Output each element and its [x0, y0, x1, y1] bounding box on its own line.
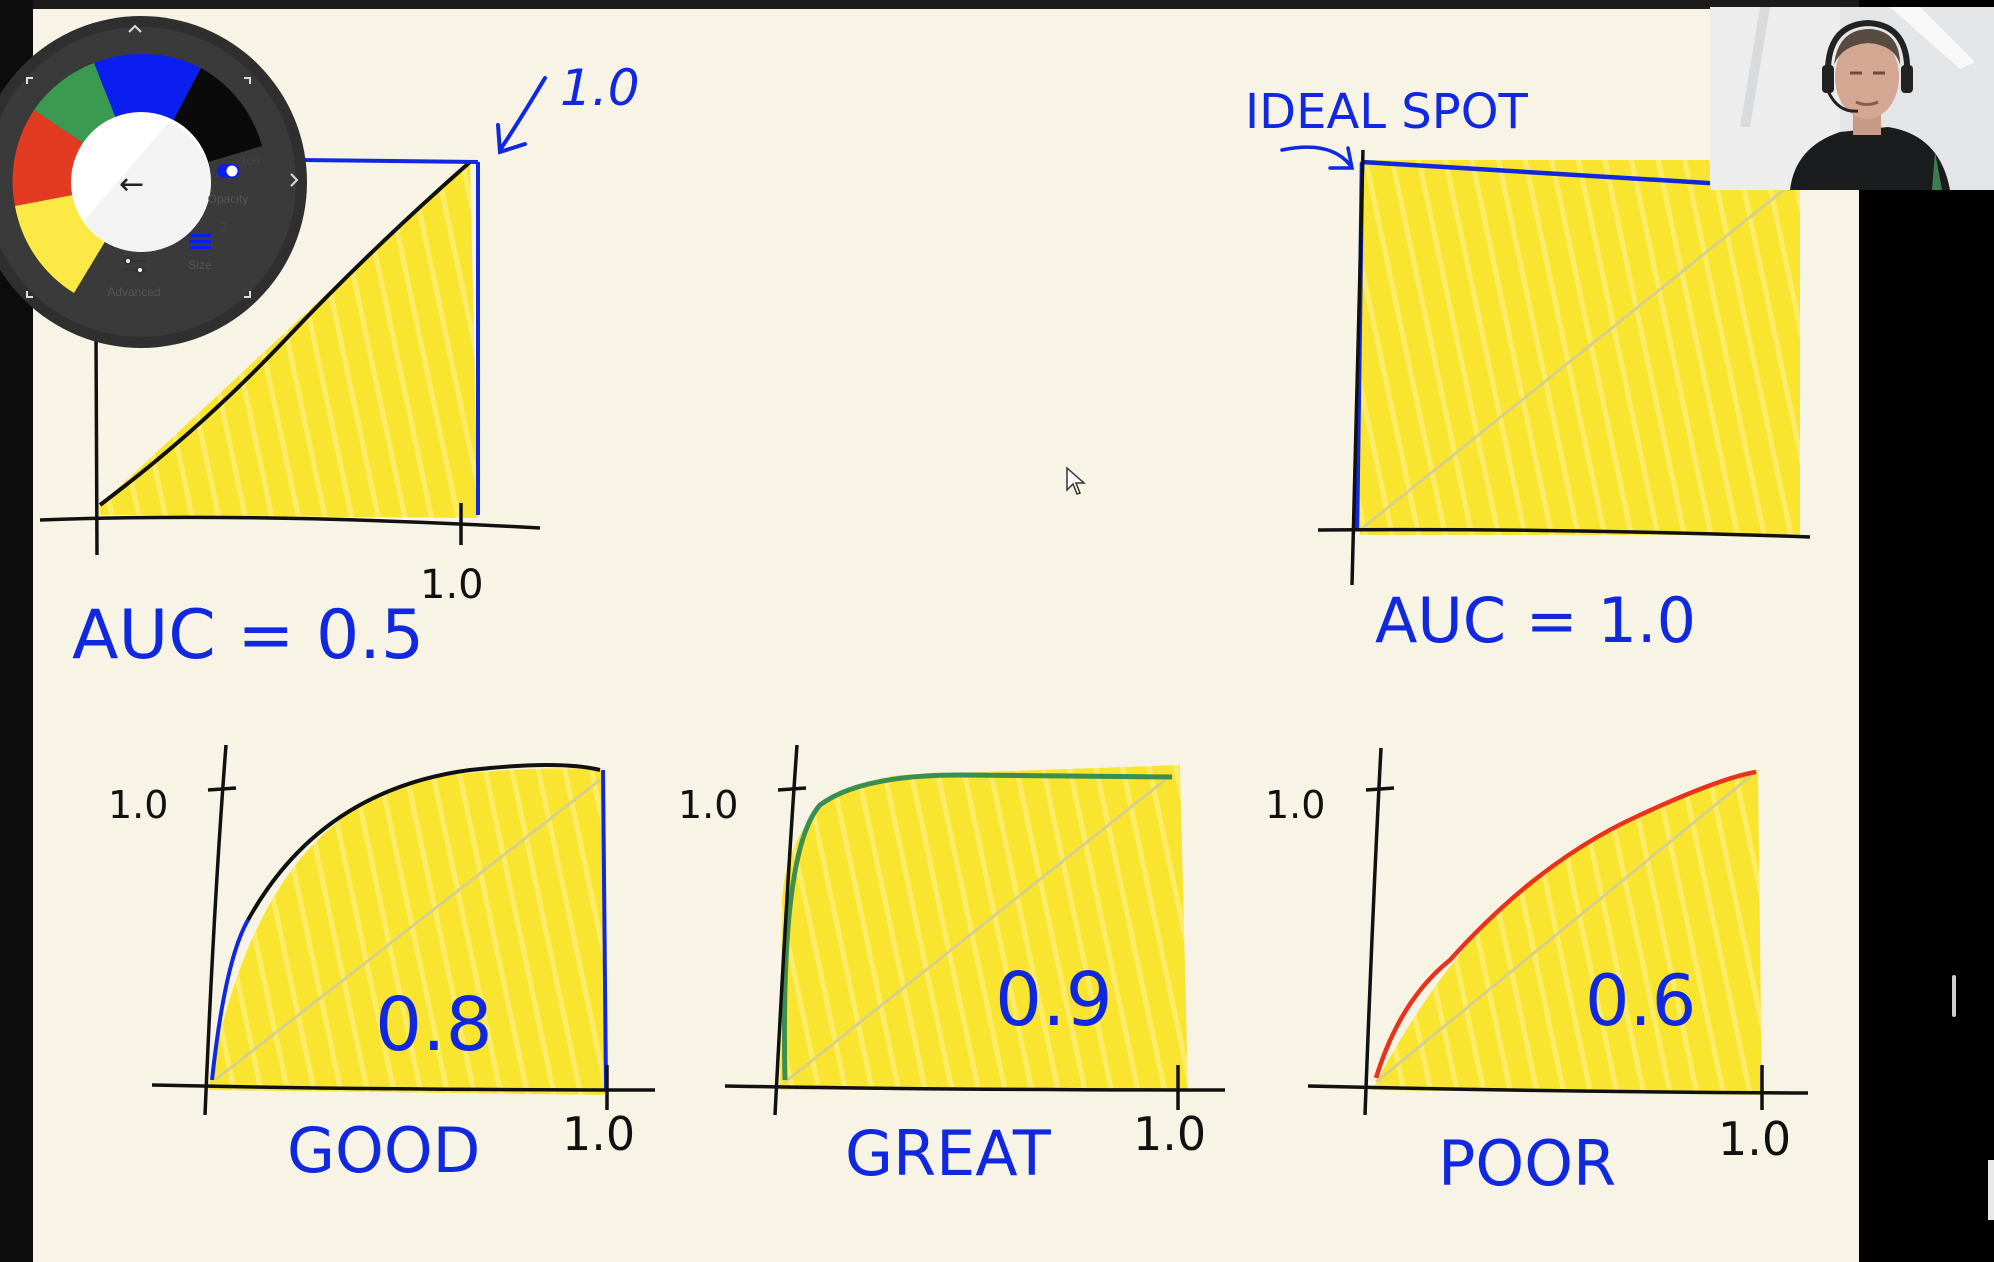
poor-area	[1372, 770, 1762, 1095]
good-curve	[246, 763, 601, 921]
auc-0-5-x-tick-label: 1.0	[420, 562, 484, 608]
wheel-chevron-right[interactable]	[290, 173, 299, 187]
presenter-video	[1710, 7, 1994, 190]
back-arrow-icon[interactable]: ←	[119, 167, 145, 202]
good-curve-blue	[210, 919, 250, 1081]
ideal-spot-label: IDEAL SPOT	[1245, 84, 1528, 140]
pen-radial-toolbar[interactable]: ← 100 Opacity 2 Size Advanced	[0, 6, 316, 362]
auc-0-5-x-axis	[39, 515, 541, 530]
plot-auc-1-0	[1280, 145, 1811, 586]
good-diagonal	[214, 778, 601, 1082]
auc-0-5-y-axis	[94, 334, 99, 556]
window-top-bar	[0, 0, 1994, 9]
opacity-value: 100	[240, 154, 261, 168]
advanced-settings-icon[interactable]	[122, 257, 146, 274]
good-y-tick-label: 1.0	[108, 783, 168, 827]
auc-1-0-x-axis	[1317, 527, 1811, 539]
plot-auc-0-5	[39, 76, 547, 556]
great-y-tick-label: 1.0	[678, 783, 738, 827]
plot-poor	[1307, 747, 1809, 1116]
size-label: Size	[188, 258, 212, 272]
good-right-line	[601, 769, 608, 1091]
window-scrollbar[interactable]	[1988, 1160, 1994, 1220]
webcam-overlay	[1710, 7, 1994, 190]
good-auc-value: 0.8	[375, 982, 493, 1068]
auc-0-5-top-line	[299, 158, 479, 164]
poor-auc-value: 0.6	[1585, 960, 1696, 1042]
great-diagonal	[784, 778, 1166, 1084]
poor-curve	[1373, 769, 1757, 1079]
right-dark-panel	[1859, 0, 1994, 1262]
wheel-chevron-up[interactable]	[128, 24, 142, 33]
good-y-tick	[207, 786, 237, 792]
poor-y-tick-label: 1.0	[1265, 783, 1325, 827]
poor-y-axis	[1363, 747, 1383, 1116]
auc-1-0-pointer-arrow	[1280, 145, 1355, 170]
auc-0-5-caption: AUC = 0.5	[72, 596, 424, 675]
auc-1-0-diagonal	[1359, 183, 1791, 532]
good-x-axis	[151, 1083, 656, 1092]
great-curve	[781, 772, 1173, 1081]
poor-x-axis	[1307, 1084, 1809, 1095]
great-auc-value: 0.9	[995, 957, 1113, 1043]
auc-1-0-y-axis	[1350, 149, 1365, 586]
canvas-scrollbar[interactable]	[1952, 975, 1956, 1017]
poor-y-tick	[1365, 786, 1395, 792]
poor-x-tick-label: 1.0	[1718, 1112, 1791, 1166]
plot-good	[151, 744, 656, 1116]
great-x-axis	[724, 1084, 1226, 1092]
good-x-tick-label: 1.0	[562, 1107, 635, 1161]
great-area	[780, 765, 1188, 1090]
auc-0-5-pointer-arrow	[496, 76, 547, 155]
auc-1-0-caption: AUC = 1.0	[1375, 584, 1696, 657]
poor-diagonal	[1375, 773, 1753, 1084]
good-caption: GOOD	[287, 1114, 480, 1187]
poor-caption: POOR	[1438, 1127, 1616, 1200]
opacity-label: Opacity	[207, 192, 249, 206]
opacity-icon[interactable]	[217, 163, 240, 179]
great-x-tick-label: 1.0	[1133, 1107, 1206, 1161]
advanced-label[interactable]: Advanced	[107, 285, 161, 299]
great-caption: GREAT	[845, 1117, 1052, 1190]
mouse-cursor-icon	[1066, 466, 1086, 495]
great-y-tick	[777, 786, 807, 792]
size-value: 2	[220, 220, 227, 234]
plot-great	[724, 744, 1226, 1116]
size-icon[interactable]	[189, 234, 211, 249]
auc-0-5-diagonal	[98, 160, 472, 507]
auc-0-5-corner-label: 1.0	[560, 59, 640, 117]
